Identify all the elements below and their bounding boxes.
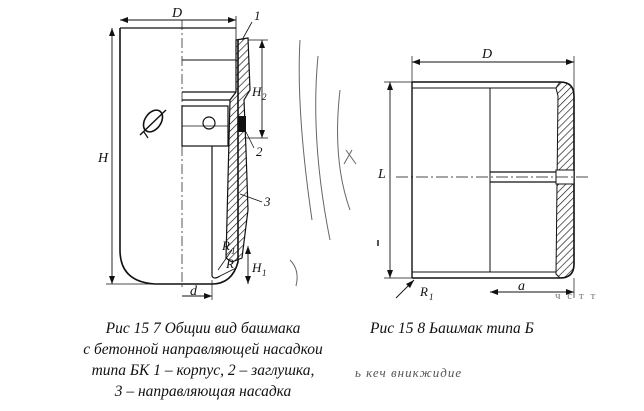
- bleed-through-fragment: ч с т т: [555, 290, 598, 302]
- label-D: D: [171, 6, 182, 21]
- caption-figure-15-8: Рис 15 8 Ьашмак типа Б: [370, 318, 534, 339]
- label-d: d: [190, 284, 198, 299]
- svg-text:2: 2: [262, 92, 267, 102]
- type-b-body-outline: [412, 81, 575, 279]
- svg-text:R: R: [419, 284, 428, 299]
- shoe-body-outline: [119, 28, 239, 285]
- svg-text:H: H: [251, 260, 262, 275]
- caption-left-line-3: типа БК 1 – корпус, 2 – заглушка,: [91, 362, 315, 379]
- svg-text:R: R: [221, 238, 230, 253]
- caption-left-line-1: Рис 15 7 Общии вид башмака: [105, 320, 301, 337]
- scan-noise: [289, 39, 357, 287]
- caption-right-line-1: Рис 15 8 Ьашмак типа Б: [370, 320, 534, 337]
- label-R1-right: R 1: [419, 284, 434, 302]
- label-a: a: [518, 279, 525, 294]
- callout-1: 1: [254, 8, 261, 23]
- svg-text:1: 1: [262, 268, 267, 278]
- label-L: L: [377, 167, 386, 182]
- caption-left-line-2: с бетонной направляющей насадкои: [83, 341, 323, 358]
- label-H1: H 1: [251, 260, 267, 278]
- svg-text:1: 1: [231, 246, 236, 256]
- label-H: H: [97, 151, 109, 166]
- label-H2: H 2: [251, 84, 267, 102]
- plug-circle: [202, 116, 216, 130]
- caption-figure-15-7: Рис 15 7 Общии вид башмака с бетонной на…: [28, 318, 378, 402]
- label-R1: R 1: [221, 238, 236, 256]
- svg-text:H: H: [251, 84, 262, 99]
- svg-text:1: 1: [429, 292, 434, 302]
- caption-left-line-4: 3 – направляющая насадка: [114, 383, 292, 400]
- bolt-icon: [139, 109, 167, 139]
- label-D-right: D: [481, 47, 492, 62]
- label-R: R: [225, 256, 234, 271]
- callout-2: 2: [256, 144, 263, 159]
- shoe-wall-hatched: [225, 37, 251, 263]
- bleed-through-text: ь кеч вникжидие: [355, 365, 463, 380]
- callout-3: 3: [263, 194, 271, 209]
